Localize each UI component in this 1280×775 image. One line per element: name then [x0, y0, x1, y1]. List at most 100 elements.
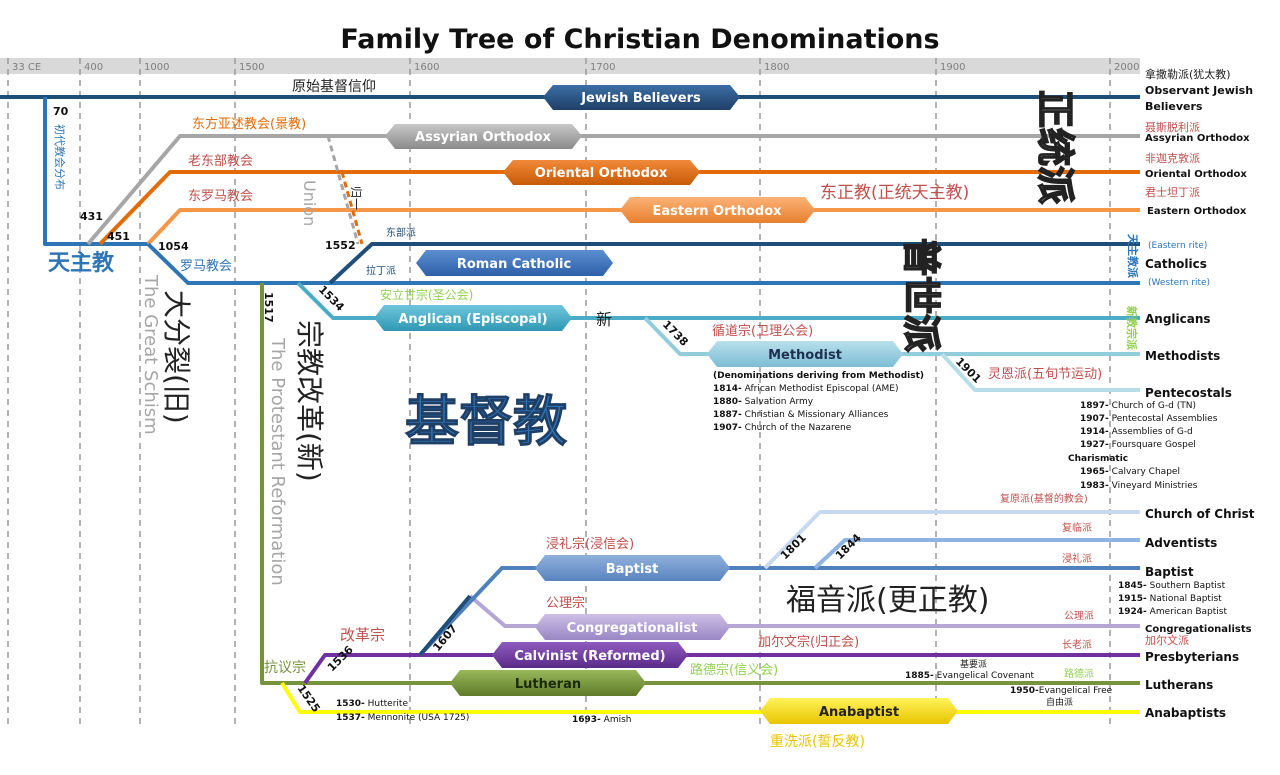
banner-anabaptist: [760, 698, 958, 724]
banner-labels: Jewish Believers Assyrian Orthodox Orien…: [398, 91, 899, 720]
right-baptist: Baptist: [1145, 565, 1194, 579]
note-mennonite: 1537- Mennonite (USA 1725): [336, 713, 469, 723]
label-union: Union: [300, 180, 319, 226]
right-nestorian-cn: 聂斯脱利派: [1145, 120, 1200, 134]
charismatic-header: Charismatic: [1068, 454, 1128, 464]
cn-congregational: 公理宗: [546, 595, 585, 611]
banner-methodist: [707, 341, 903, 367]
line-lutheran: [260, 283, 1140, 685]
big-labels: 原始基督信仰 天主教 基督教 福音派(更正教) 抗议宗 改革宗 新: [48, 78, 989, 676]
year-70: 70: [53, 105, 69, 118]
label-early-church: 初代教会分布: [53, 124, 67, 190]
era-label: 1900: [940, 62, 965, 73]
right-observant: Observant Jewish: [1145, 84, 1253, 97]
year-1552: 1552: [325, 239, 356, 252]
label-reunion: 归一: [349, 186, 363, 210]
year-1536: 1536: [325, 643, 356, 674]
note-line: 1927- Foursquare Gospel: [1080, 440, 1196, 450]
baptist-notes: 1845- Southern Baptist 1915- National Ba…: [1118, 581, 1227, 617]
line-eastern-rite: [328, 242, 1140, 285]
label-great-schism-cn: 大分裂(旧): [160, 290, 193, 424]
era-label: 1500: [239, 62, 264, 73]
label-protest: 抗议宗: [264, 660, 306, 676]
note-line: 1914- Assemblies of G-d: [1080, 427, 1193, 437]
label-orthodox-vertical: 正统派: [1033, 90, 1077, 204]
branch-label-assyrian: Assyrian Orthodox: [415, 130, 552, 145]
branch-label-roman: Roman Catholic: [457, 257, 571, 272]
cn-presbyterian-right: 长老派: [1062, 638, 1092, 651]
note-line: 1897- Church of G-d (TN): [1080, 401, 1196, 411]
cn-roman: 罗马教会: [180, 258, 232, 274]
year-431: 431: [80, 210, 103, 223]
era-label: 33 CE: [12, 62, 41, 73]
note-covenant: 1885- Evangelical Covenant: [905, 671, 1035, 681]
line-calvinist: [303, 653, 1140, 685]
branch-label-lutheran: Lutheran: [515, 677, 581, 692]
right-believers: Believers: [1145, 100, 1203, 113]
cn-free: 自由派: [1046, 696, 1073, 708]
year-1738: 1738: [660, 318, 691, 349]
cn-oriental-old: 老东部教会: [188, 153, 253, 169]
cn-calvinist-right: 加尔文派: [1145, 633, 1189, 647]
chart-title: Family Tree of Christian Denominations: [340, 24, 939, 55]
cn-assyrian: 东方亚述教会(景教): [192, 116, 306, 132]
right-adventists: Adventists: [1145, 536, 1217, 550]
note-amish: 1693- Amish: [572, 715, 631, 725]
right-presbyterians: Presbyterians: [1145, 650, 1239, 664]
label-great-schism-en: The Great Schism: [140, 274, 161, 435]
cn-branch-labels: 东方亚述教会(景教) 老东部教会 东罗马教会 东正教(正统天主教) 罗马教会 东…: [180, 116, 1189, 750]
branch-label-jewish: Jewish Believers: [580, 91, 701, 106]
era-label: 400: [84, 62, 103, 73]
year-1054: 1054: [158, 240, 189, 253]
right-church-of-christ: Church of Christ: [1145, 507, 1255, 521]
line-eastern: [146, 208, 1140, 246]
banner-lutheran: [450, 670, 646, 696]
right-lutherans: Lutherans: [1145, 678, 1213, 692]
misc-notes: 1885- Evangelical Covenant 1950-Evangeli…: [336, 671, 1113, 725]
note-line: 1845- Southern Baptist: [1118, 581, 1226, 591]
banner-anglican: [374, 305, 572, 331]
line-union-oriental: [340, 171, 364, 245]
label-reformation-cn: 宗教改革(新): [293, 320, 326, 482]
right-eastern-rite: (Eastern rite): [1148, 241, 1207, 251]
banner-calvinist: [492, 642, 688, 668]
era-strip: [0, 58, 1140, 74]
year-1517: 1517: [262, 292, 275, 323]
branch-label-oriental: Oriental Orthodox: [535, 166, 668, 181]
branch-label-calvinist: Calvinist (Reformed): [514, 649, 665, 664]
label-catholic-vertical: 天主教派: [1126, 234, 1140, 279]
era-labels: 33 CE 400 1000 1500 1600 1700 1800 1900 …: [12, 62, 1139, 73]
cn-lutheran: 路德宗(信义会): [690, 662, 778, 678]
right-constantinople-cn: 君士坦丁派: [1145, 185, 1200, 199]
label-ecumenical-vertical: 普世派: [899, 238, 943, 352]
label-early-faith: 原始基督信仰: [292, 78, 376, 95]
banner-assyrian: [385, 124, 582, 149]
right-anabaptists: Anabaptists: [1145, 706, 1226, 720]
year-1534: 1534: [316, 283, 347, 314]
line-union-assyrian: [326, 135, 360, 245]
cn-congregational-right: 公理派: [1064, 610, 1094, 622]
banner-eastern: [620, 197, 815, 223]
right-nazarene-cn: 拿撒勒派(犹太教): [1145, 67, 1231, 81]
banner-roman: [416, 250, 613, 276]
era-label: 1800: [764, 62, 789, 73]
methodist-notes-header: (Denominations deriving from Methodist): [713, 371, 924, 381]
label-catholic: 天主教: [48, 250, 115, 276]
cn-pentecostal: 灵恩派(五旬节运动): [988, 367, 1102, 382]
year-1801: 1801: [778, 531, 809, 562]
banner-congregational: [535, 614, 730, 640]
note-line: 1915- National Baptist: [1118, 594, 1222, 604]
branch-label-anabaptist: Anabaptist: [819, 705, 899, 720]
right-western-rite: (Western rite): [1148, 278, 1210, 288]
note-line: 1907- Church of the Nazarene: [713, 423, 852, 433]
line-methodist: [643, 316, 1140, 356]
line-oriental: [98, 170, 1140, 246]
branch-label-anglican: Anglican (Episcopal): [398, 312, 547, 327]
right-oriental: Oriental Orthodox: [1145, 169, 1247, 180]
right-eastern: Eastern Orthodox: [1147, 206, 1247, 217]
cn-calvinist: 加尔文宗(归正会): [758, 634, 859, 650]
line-roman: [146, 242, 1140, 285]
label-evangelical: 福音派(更正教): [786, 583, 989, 618]
era-label: 1700: [590, 62, 615, 73]
branch-banners: [374, 85, 958, 724]
